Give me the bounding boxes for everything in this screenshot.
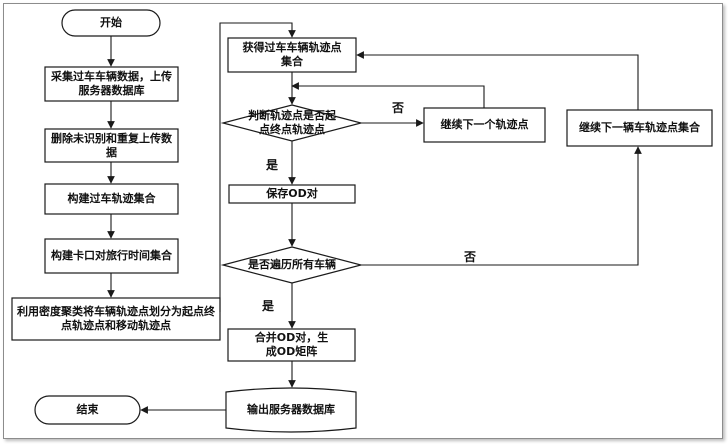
start-label: 开始: [62, 10, 160, 36]
traverse-yes-label: 是: [262, 297, 274, 314]
cluster-label: 利用密度聚类将车辆轨迹点划分为起点终点轨迹点和移动轨迹点: [14, 298, 218, 340]
all-traversed-label: 是否遍历所有车辆: [236, 251, 348, 279]
judge-no-label: 否: [392, 99, 404, 116]
build-od-label: 构建卡口对旅行时间集合: [50, 239, 173, 273]
judge-yes-label: 是: [266, 156, 278, 173]
next-vehicle-label: 继续下一辆车轨迹点集合: [567, 110, 712, 146]
traverse-no-label: 否: [464, 248, 476, 265]
build-set-label: 构建过车轨迹集合: [45, 184, 178, 214]
edge-nextpoint-loop: [292, 86, 484, 108]
end-label: 结束: [35, 396, 140, 424]
output-label: 输出服务器数据库: [226, 394, 356, 426]
judge-label: 判断轨迹点是否起点终点轨迹点: [246, 109, 338, 137]
get-track-label: 获得过车车辆轨迹点集合: [240, 38, 344, 72]
edge-traverse-nextvehicle: [361, 147, 638, 265]
delete-label: 删除未识别和重复上传数据: [50, 129, 173, 162]
collect-label: 采集过车车辆数据，上传服务器数据库: [47, 67, 176, 101]
save-od-label: 保存OD对: [229, 185, 355, 203]
next-point-label: 继续下一个轨迹点: [424, 108, 545, 142]
merge-label: 合并OD对，生成OD矩阵: [250, 329, 333, 361]
